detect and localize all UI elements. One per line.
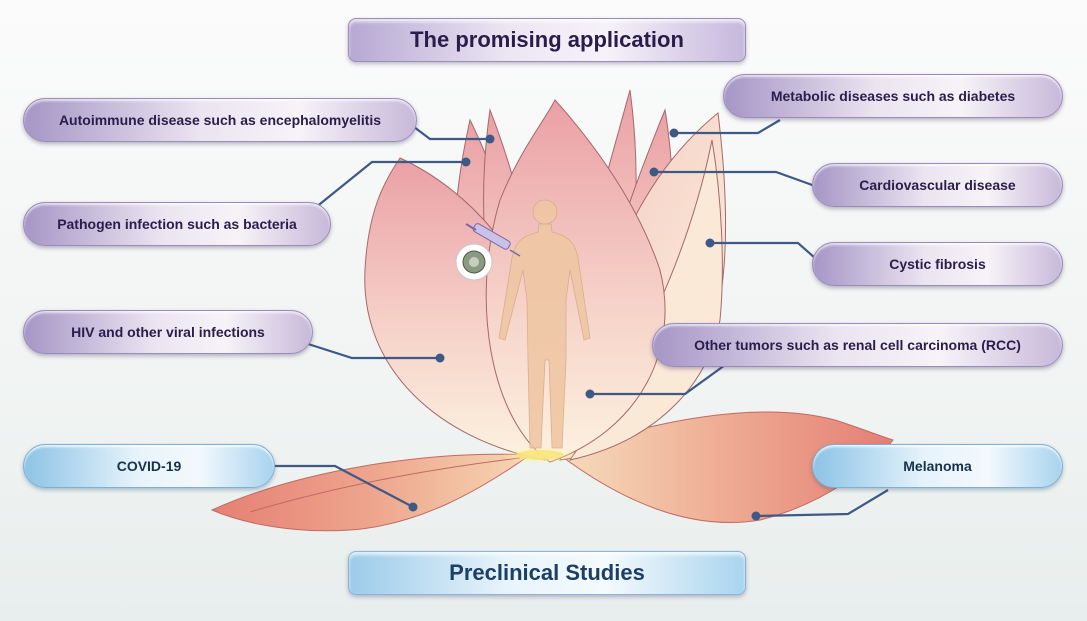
- human-figure-icon: [498, 199, 591, 449]
- label-cardiovascular: Cardiovascular disease: [812, 163, 1063, 207]
- left-leaf: [210, 453, 532, 532]
- label-autoimmune: Autoimmune disease such as encephalomyel…: [23, 98, 417, 142]
- label-pathogen: Pathogen infection such as bacteria: [23, 202, 331, 246]
- virus-icon: [455, 243, 493, 281]
- syringe-icon: [465, 223, 521, 257]
- label-cystic: Cystic fibrosis: [812, 242, 1063, 286]
- connectors: [275, 119, 889, 518]
- label-melanoma: Melanoma: [812, 444, 1063, 488]
- connector-metabolic: [674, 119, 781, 135]
- connector-cystic: [710, 241, 816, 259]
- preclinical-banner: Preclinical Studies: [348, 551, 746, 595]
- label-metabolic: Metabolic diseases such as diabetes: [723, 74, 1063, 118]
- label-tumors: Other tumors such as renal cell carcinom…: [652, 323, 1063, 367]
- connector-pathogen: [314, 160, 466, 209]
- label-hiv: HIV and other viral infections: [23, 310, 313, 354]
- connector-melanoma: [755, 489, 889, 518]
- right-leaf: [558, 411, 894, 524]
- title-banner: The promising application: [348, 18, 746, 62]
- connector-hiv: [304, 341, 440, 360]
- left-leaf-fold: [249, 457, 521, 513]
- label-covid: COVID-19: [23, 444, 275, 488]
- connector-autoimmune: [409, 123, 490, 141]
- connector-dots: [408, 128, 761, 521]
- connector-covid: [275, 464, 414, 508]
- connector-cardiovascular: [654, 170, 816, 188]
- connector-tumors: [590, 364, 726, 396]
